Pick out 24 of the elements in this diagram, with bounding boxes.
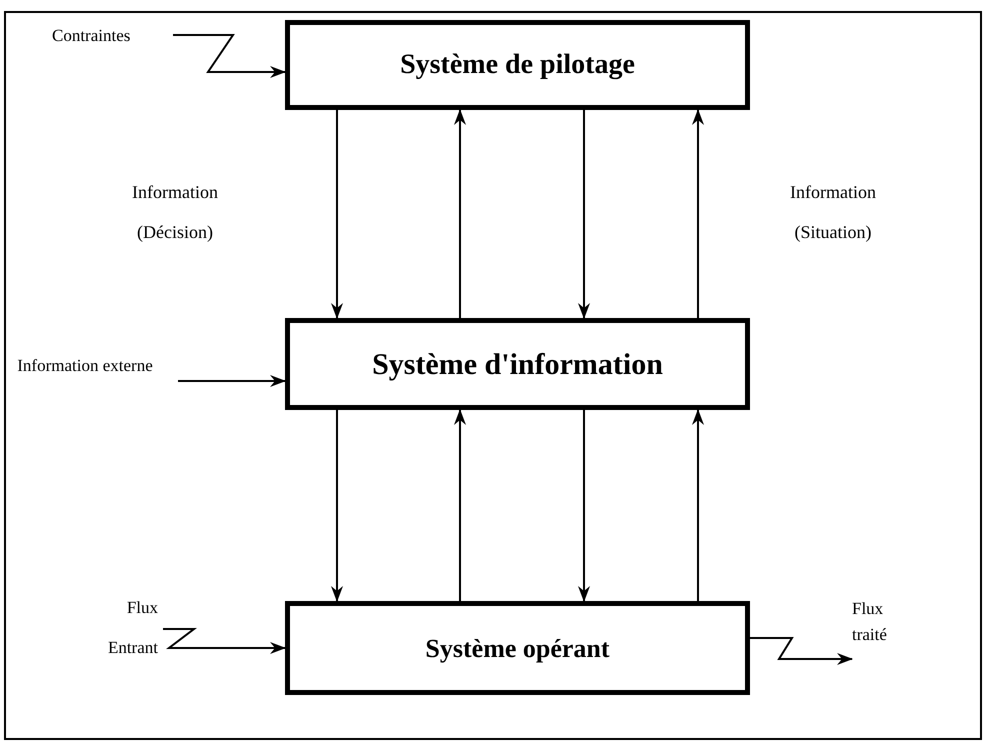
arrow: [173, 34, 286, 78]
arrow: [692, 109, 704, 318]
process-box: [285, 601, 750, 695]
box-title: Système de pilotage: [400, 48, 635, 82]
node-text: Flux Entrant: [78, 588, 158, 660]
arrow: [692, 409, 704, 601]
arrow: [750, 637, 853, 665]
flow-label: Information (Décision): [131, 181, 219, 244]
flow-label: Information (Situation): [789, 181, 877, 244]
arrow: [578, 410, 590, 602]
arrow: [163, 628, 286, 654]
arrow: [578, 110, 590, 319]
box-title: Système d'information: [372, 346, 663, 382]
box-title: Système opérant: [425, 632, 610, 665]
process-box: [285, 318, 750, 410]
arrow: [454, 109, 466, 318]
arrow: [331, 110, 343, 319]
node-text: Information externe: [14, 352, 156, 410]
node-text: Flux traité: [852, 596, 912, 652]
arrow: [178, 375, 286, 387]
process-box: [285, 20, 750, 110]
arrow: [331, 410, 343, 602]
arrow: [454, 409, 466, 601]
node-text: Contraintes: [52, 24, 168, 48]
